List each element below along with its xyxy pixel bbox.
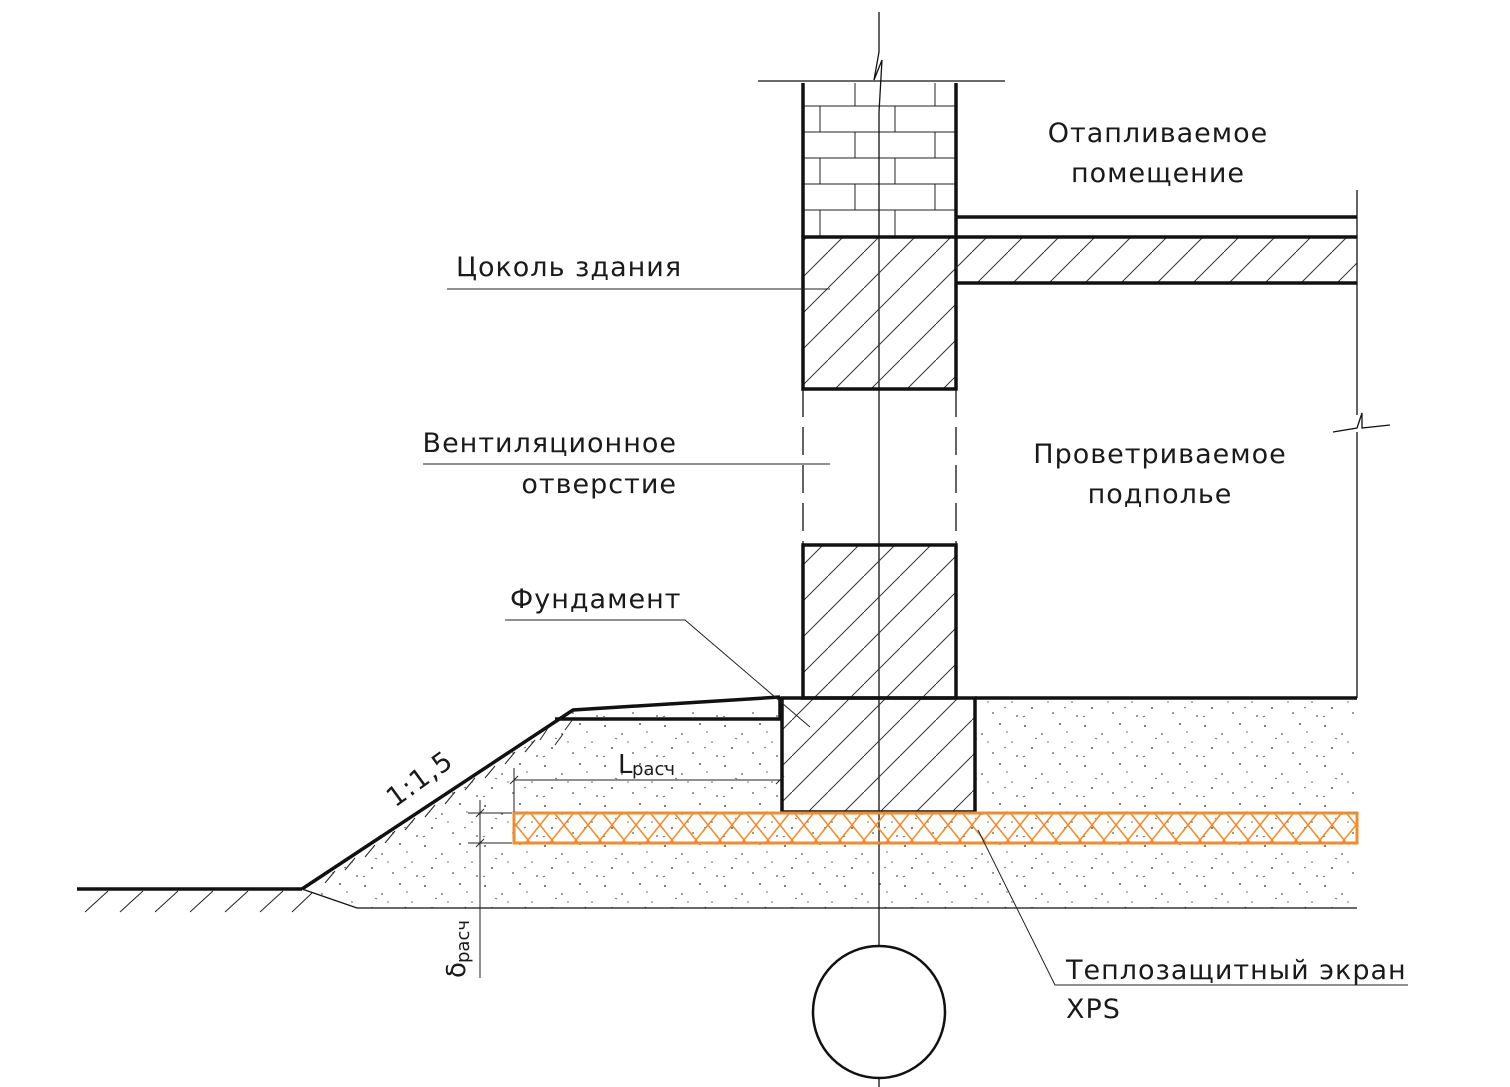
brick-wall — [758, 80, 1005, 237]
dimension-l — [509, 768, 785, 812]
label-l-main: L — [618, 750, 633, 780]
label-crawlspace-line1: Проветриваемое — [1033, 439, 1286, 470]
vent-opening — [802, 389, 957, 545]
label-heated-room-line2: помещение — [1071, 158, 1245, 189]
label-vent-line2: отверстие — [521, 469, 677, 500]
label-vent-line1: Вентиляционное — [423, 428, 677, 459]
leader-lines — [423, 288, 1408, 986]
xps-insulation-screen — [512, 811, 1359, 845]
ground-surface — [77, 887, 313, 913]
floor-slab — [956, 190, 1391, 698]
foundation-wall — [801, 543, 958, 700]
sand-backfill — [302, 698, 1357, 908]
foundation-footing — [780, 696, 1357, 814]
dimension-delta — [468, 800, 512, 978]
label-plinth: Цоколь здания — [456, 252, 682, 283]
label-foundation: Фундамент — [510, 584, 681, 615]
label-screen-line1: Теплозащитный экран — [1065, 955, 1407, 986]
slope-outline — [301, 695, 1357, 909]
label-screen-line2: XPS — [1066, 994, 1121, 1025]
label-l-sub: расч — [632, 759, 675, 780]
label-crawlspace-line2: подполье — [1088, 479, 1233, 510]
drain-pipe — [811, 944, 947, 1080]
label-delta-main: δ — [442, 962, 472, 978]
label-heated-room-line1: Отапливаемое — [1048, 118, 1269, 149]
label-delta-sub: расч — [453, 920, 474, 963]
plinth-block — [801, 235, 958, 391]
